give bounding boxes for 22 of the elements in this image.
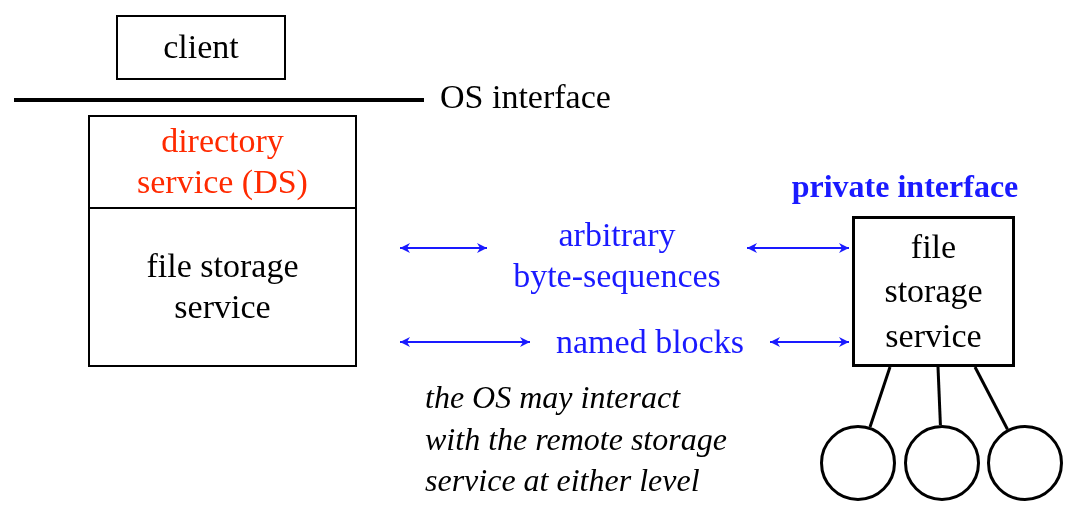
box-text: file storage service — [883, 227, 984, 356]
box-text: file storage service — [145, 246, 300, 327]
service-box — [88, 115, 357, 209]
flow-label: arbitrary byte-sequences — [490, 213, 744, 299]
connector-line — [973, 366, 1009, 430]
service-box — [116, 15, 286, 80]
double-arrow — [399, 243, 488, 253]
storage-circle — [987, 425, 1063, 501]
service-box — [88, 207, 357, 367]
storage-circle — [820, 425, 896, 501]
double-arrow — [746, 243, 850, 253]
box-text: directory service (DS) — [136, 121, 309, 202]
box-text: client — [162, 27, 240, 68]
storage-circle — [904, 425, 980, 501]
interface-heading: private interface — [790, 167, 1020, 206]
double-arrow — [399, 337, 531, 347]
flow-label: named blocks — [533, 320, 767, 364]
connector-line — [868, 366, 892, 428]
note-text: the OS may interact with the remote storage service at either level — [425, 378, 728, 501]
connector-line — [936, 366, 942, 426]
double-arrow — [769, 337, 850, 347]
interface-label: OS interface — [440, 78, 611, 116]
